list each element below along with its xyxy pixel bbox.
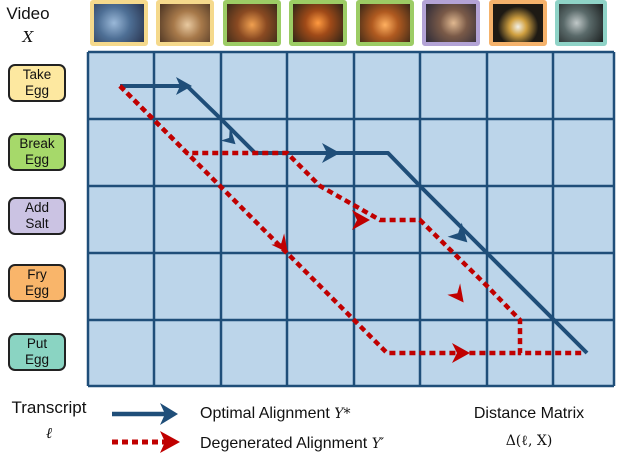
video-frame-2 xyxy=(156,0,214,46)
legend-optimal-swatch xyxy=(112,403,178,425)
transcript-symbol: ℓ xyxy=(45,424,53,442)
legend-swatches xyxy=(112,403,180,453)
legend-degenerated-symbol: Y′ xyxy=(371,436,385,452)
legend-optimal-label: Optimal Alignment xyxy=(200,405,330,422)
video-frame-1 xyxy=(90,0,148,46)
optimal-arrow-1 xyxy=(176,77,192,95)
action-line2: Salt xyxy=(25,216,49,231)
degenerated-arrow-4 xyxy=(452,343,470,363)
legend-degenerated-label: Degenerated Alignment xyxy=(200,435,368,452)
action-line2: Egg xyxy=(24,152,50,167)
action-line2: Egg xyxy=(24,283,50,298)
video-frame-3 xyxy=(223,0,281,46)
distance-matrix-formula: Δ(ℓ, X) xyxy=(505,433,553,449)
degenerated-alignment-arrows xyxy=(271,210,470,363)
video-frame-7 xyxy=(489,0,547,46)
legend-degenerated-swatch xyxy=(112,431,180,453)
video-frame-8 xyxy=(555,0,607,46)
distance-matrix-symbol: Δ(ℓ, X) xyxy=(446,432,612,450)
grid-background xyxy=(88,52,614,386)
degenerated-arrow-1 xyxy=(352,210,370,230)
optimal-alignment-arrows xyxy=(176,77,468,243)
transcript-label: Transcript xyxy=(11,398,87,417)
optimal-arrow-4 xyxy=(447,222,468,243)
video-symbol: X xyxy=(22,28,34,46)
video-frame-6 xyxy=(422,0,480,46)
action-line1: Put xyxy=(26,336,48,351)
degenerated-arrow-3 xyxy=(447,283,464,303)
video-frame-5 xyxy=(356,0,414,46)
grid-lines xyxy=(86,50,616,388)
optimal-arrow-2 xyxy=(220,125,236,145)
action-line1: Take xyxy=(22,67,52,82)
degenerated-arrow-2 xyxy=(271,233,288,253)
video-label: Video xyxy=(6,4,50,23)
action-line2: Egg xyxy=(24,352,50,367)
action-line1: Fry xyxy=(27,267,47,282)
video-frame-4 xyxy=(289,0,347,46)
legend-optimal: Optimal Alignment Y* xyxy=(200,405,351,423)
distance-matrix-label: Distance Matrix xyxy=(473,405,585,422)
legend-optimal-symbol: Y* xyxy=(334,406,351,422)
optimal-alignment-path xyxy=(120,84,589,355)
action-line1: Add xyxy=(24,200,50,215)
legend-degenerated: Degenerated Alignment Y′ xyxy=(200,435,384,453)
action-line1: Break xyxy=(19,136,55,151)
degenerated-alignment-path xyxy=(118,84,585,356)
optimal-arrow-3 xyxy=(322,143,340,163)
action-line2: Egg xyxy=(24,83,50,98)
